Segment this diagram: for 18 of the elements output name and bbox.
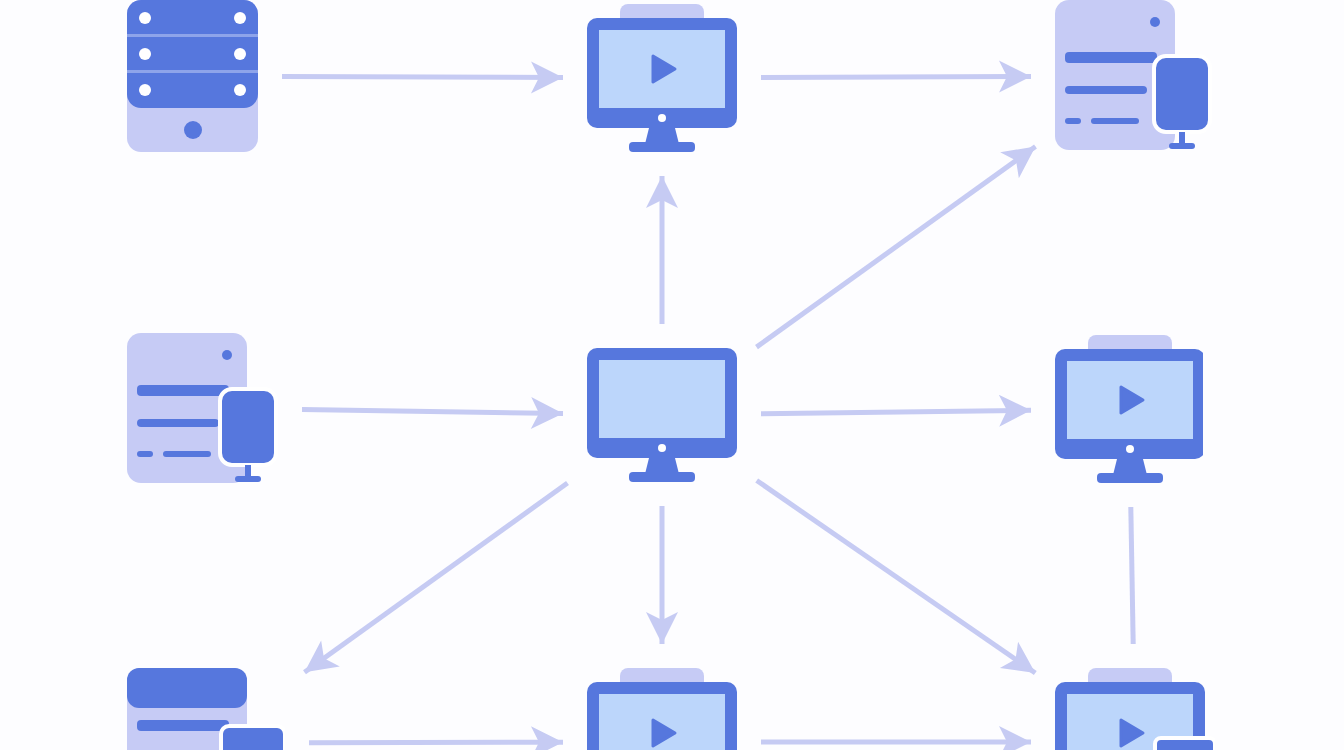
arrow xyxy=(301,397,564,429)
monitor-icon xyxy=(1055,668,1215,750)
arrow xyxy=(761,726,1031,750)
document-card-icon xyxy=(127,668,285,750)
arrow xyxy=(646,506,678,644)
arrow xyxy=(646,176,678,324)
monitor-icon xyxy=(587,668,737,750)
arrow xyxy=(755,478,1037,676)
arrow xyxy=(282,61,563,94)
arrow xyxy=(761,60,1031,93)
monitor-icon xyxy=(587,348,737,482)
arrow xyxy=(309,726,563,750)
server-icon xyxy=(127,0,258,152)
monitor-icon xyxy=(1055,335,1203,483)
arrow xyxy=(303,480,569,675)
arrow xyxy=(755,144,1037,350)
monitor-icon xyxy=(587,4,737,152)
arrow xyxy=(760,394,1032,427)
